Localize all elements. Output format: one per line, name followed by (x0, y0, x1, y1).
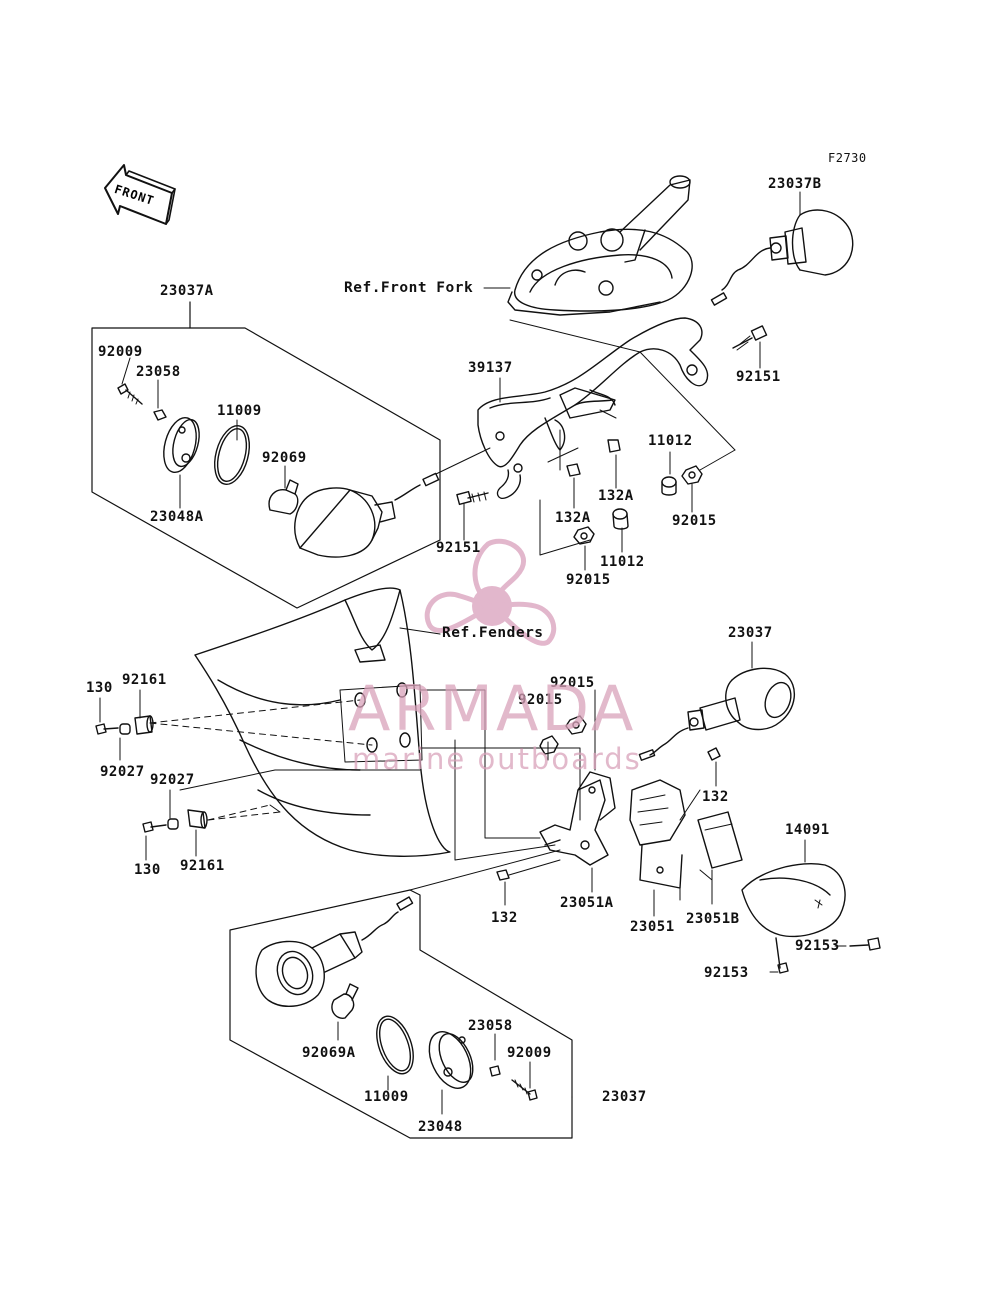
part-label-92015-d: 92015 (518, 692, 563, 708)
part-label-23048: 23048 (418, 1119, 463, 1135)
part-label-39137: 39137 (468, 360, 513, 376)
part-label-92027-left: 92027 (150, 772, 195, 788)
part-label-92153-left: 92153 (704, 965, 749, 981)
screw-92009-bottom (511, 1079, 538, 1101)
part-label-130-bottom: 130 (134, 862, 161, 878)
armada-propeller-logo (424, 538, 557, 646)
reference-lines-right (679, 789, 713, 901)
turn-signal-23037-right (638, 667, 795, 761)
part-label-92069: 92069 (262, 450, 307, 466)
front-fork-bracket (507, 175, 693, 316)
fenders-leader-line (399, 627, 441, 635)
part-label-11009-bottom: 11009 (364, 1089, 409, 1105)
bulb-92069 (268, 479, 299, 515)
bolt-132-leader (508, 859, 561, 876)
part-label-11012-a: 11012 (648, 433, 693, 449)
nut-132a-1 (607, 439, 621, 453)
bolt-92151-left (456, 490, 489, 506)
part-label-23048a: 23048A (150, 509, 204, 525)
collar-11012-a (661, 476, 677, 496)
figure-id: F2730 (828, 151, 867, 165)
bracket-23051b (697, 811, 743, 869)
grommet-92161-top (134, 715, 154, 735)
part-label-23037-right: 23037 (728, 625, 773, 641)
lens-cover-23048a (163, 416, 200, 474)
nut-92015-d (565, 715, 587, 735)
reference-lines-top (435, 319, 736, 556)
part-label-132-bottom: 132 (491, 910, 518, 926)
part-label-92153-right: 92153 (795, 938, 840, 954)
part-label-11012-b: 11012 (600, 554, 645, 570)
ref-front-fork-label: Ref.Front Fork (344, 280, 474, 296)
screw-92153-left (775, 937, 789, 974)
part-label-23051b: 23051B (686, 911, 740, 927)
bracket-23051a (539, 771, 616, 866)
nut-132-right (707, 747, 721, 761)
label-leader-lines (99, 191, 847, 1115)
turn-signal-23037b (710, 209, 854, 306)
part-label-23037a: 23037A (160, 283, 214, 299)
nut-132a-2 (566, 463, 581, 477)
part-label-92151-right: 92151 (736, 369, 781, 385)
part-label-11009-top: 11009 (217, 403, 262, 419)
part-label-23058-bottom: 23058 (468, 1018, 513, 1034)
part-label-92015-b: 92015 (566, 572, 611, 588)
nut-23058-bottom (489, 1065, 501, 1077)
o-ring-11009-bottom (376, 1015, 414, 1075)
collar-92027-top (119, 723, 131, 735)
part-label-132a-2: 132A (555, 510, 591, 526)
part-label-23037b: 23037B (768, 176, 822, 192)
part-label-92161-bottom: 92161 (180, 858, 225, 874)
reference-lines-middle (179, 689, 596, 861)
group-bracket-23037a (91, 301, 441, 609)
dashed-reference-lines (149, 699, 373, 821)
ref-fenders-label: Ref.Fenders (442, 625, 544, 641)
turn-signal-23037-bottom (255, 896, 414, 1007)
part-label-92009-top: 92009 (98, 344, 143, 360)
nut-92015-c (539, 735, 559, 755)
screw-92009-top (117, 383, 143, 405)
part-label-92069a: 92069A (302, 1045, 356, 1061)
bracket-39137 (477, 317, 709, 500)
part-label-92161-top: 92161 (122, 672, 167, 688)
nut-92015-b (573, 526, 595, 545)
front-arrow-icon (104, 164, 176, 225)
part-label-132-right: 132 (702, 789, 729, 805)
nut-132-bottom (496, 869, 510, 881)
o-ring-11009-top (214, 425, 250, 485)
part-label-132a-1: 132A (598, 488, 634, 504)
nut-23058-top (153, 409, 167, 421)
bracket-23051 (629, 779, 686, 889)
turn-signal-23037a (294, 472, 440, 558)
watermark-brand: ARMADA (348, 672, 637, 745)
part-label-92027-top: 92027 (100, 764, 145, 780)
part-label-92151-left: 92151 (436, 540, 481, 556)
bolt-92151-right (732, 325, 768, 351)
part-label-14091: 14091 (785, 822, 830, 838)
bulb-92069a (331, 983, 359, 1019)
part-label-23058-top: 23058 (136, 364, 181, 380)
screw-92153-right (849, 937, 881, 951)
group-bracket-23037-bottom (229, 849, 573, 1139)
watermark-tagline: marine outboards (352, 742, 642, 776)
part-label-92015-a: 92015 (672, 513, 717, 529)
lens-cover-23048 (428, 1031, 474, 1089)
bolt-130-bottom (142, 821, 167, 833)
part-label-130-top: 130 (86, 680, 113, 696)
collar-92027-bottom (167, 818, 179, 830)
bolt-130-top (95, 723, 119, 735)
part-label-23051: 23051 (630, 919, 675, 935)
cover-14091 (741, 863, 846, 938)
part-label-92009-bottom: 92009 (507, 1045, 552, 1061)
part-label-92015-c: 92015 (550, 675, 595, 691)
nut-92015-a (681, 465, 703, 485)
part-label-23051a: 23051A (560, 895, 614, 911)
grommet-92161-bottom (187, 809, 208, 829)
part-label-23037-bottom: 23037 (602, 1089, 647, 1105)
collar-11012-b (612, 508, 629, 530)
